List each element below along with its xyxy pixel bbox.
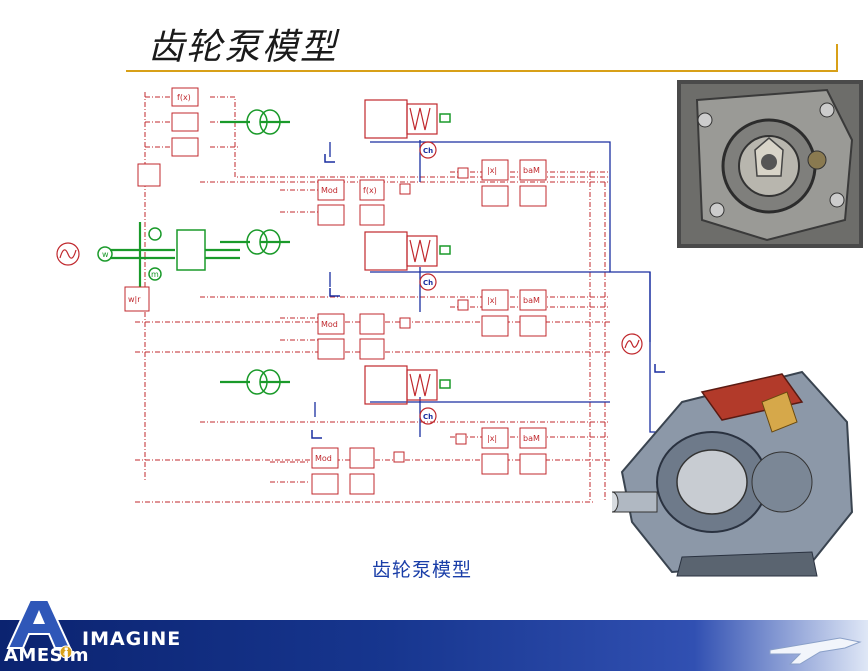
m-label: m bbox=[151, 270, 159, 279]
abs-label: |x| bbox=[487, 166, 497, 175]
ch-label: Ch bbox=[423, 413, 433, 421]
ch-label: Ch bbox=[423, 147, 433, 155]
mod-label: Mod bbox=[321, 320, 338, 329]
gear-pump-cutaway bbox=[612, 370, 854, 577]
slide-title: 齿轮泵模型 bbox=[148, 27, 339, 68]
ch-label: Ch bbox=[423, 279, 433, 287]
gear-pump-schematic: f(x) Mod f(x) Mod Mod baM baM baM |x| |x… bbox=[56, 87, 670, 503]
bam-label: baM bbox=[523, 434, 540, 443]
bam-label: baM bbox=[523, 166, 540, 175]
footer-band bbox=[0, 620, 868, 671]
jet-plane-graphic bbox=[769, 637, 862, 665]
title-underline bbox=[126, 70, 838, 72]
version-badge: 4 bbox=[63, 649, 68, 658]
w-label: w bbox=[102, 250, 109, 259]
abs-label: |x| bbox=[487, 296, 497, 305]
fx-label: f(x) bbox=[363, 186, 377, 195]
abs-label: |x| bbox=[487, 434, 497, 443]
figure-caption: 齿轮泵模型 bbox=[372, 559, 473, 581]
amesim-logo: 4 bbox=[6, 599, 73, 659]
wr-label: w|r bbox=[128, 295, 141, 304]
gear-pump-photo bbox=[677, 80, 863, 248]
title-underline-corner bbox=[836, 44, 838, 72]
imagine-brand: IMAGINE bbox=[82, 628, 182, 650]
amesim-brand: AMESim bbox=[4, 645, 90, 666]
mod-label: Mod bbox=[315, 454, 332, 463]
bam-label: baM bbox=[523, 296, 540, 305]
mod-label: Mod bbox=[321, 186, 338, 195]
fx-label: f(x) bbox=[177, 93, 191, 102]
